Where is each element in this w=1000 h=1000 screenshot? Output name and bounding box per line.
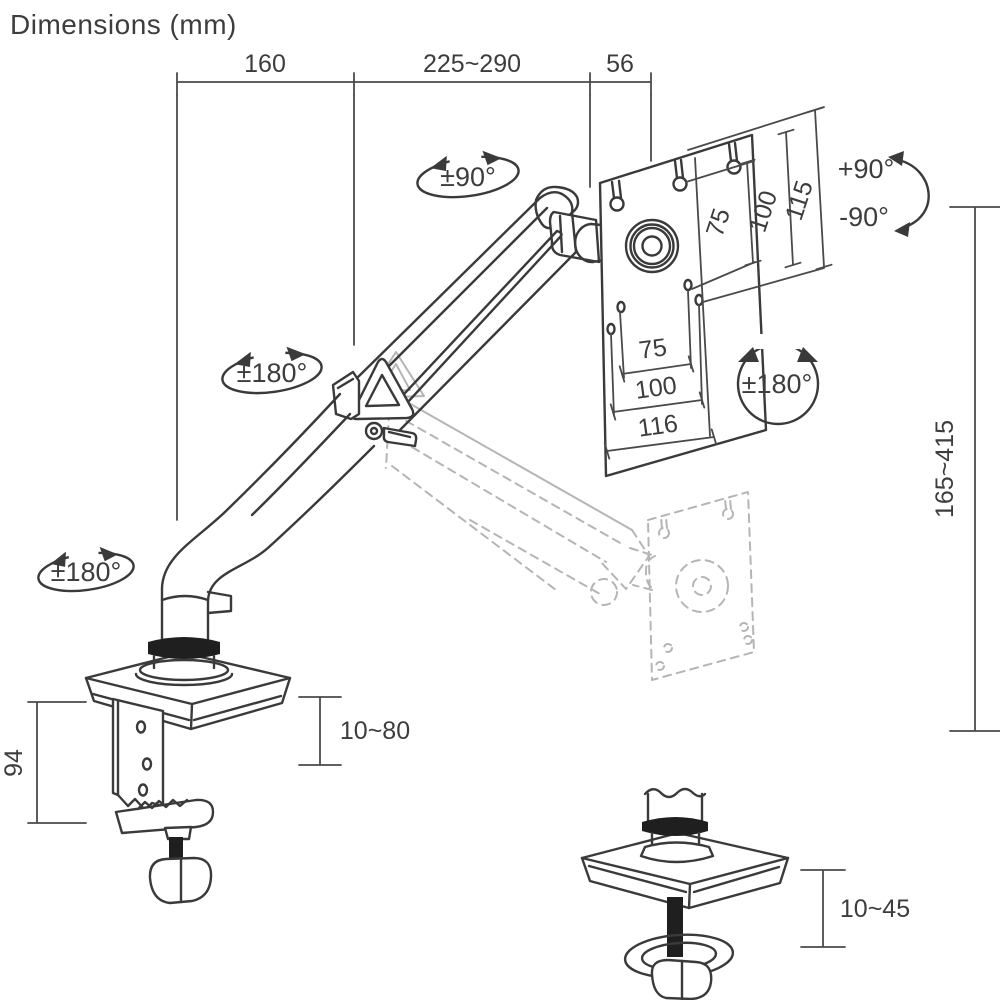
dim-grommet-range: 10~45	[840, 895, 910, 923]
grommet-mount	[580, 787, 790, 1000]
ghost-arm	[365, 351, 656, 606]
rotation-indicators	[37, 148, 930, 593]
vesa-bottom-dimension-lines	[606, 363, 715, 452]
head-swivel-arrow	[416, 148, 520, 199]
dim-arm-front: 225~290	[423, 50, 521, 78]
dim-vesa-bottom-75: 75	[637, 333, 668, 365]
grommet-screw-rod	[667, 897, 683, 957]
clamp-screw-rod	[169, 837, 183, 863]
rot-tilt-up: +90°	[838, 154, 895, 184]
upper-arm	[355, 191, 578, 434]
ghost-vesa-plate	[647, 491, 755, 681]
c-clamp	[111, 697, 215, 905]
dim-bracket-height: 94	[0, 749, 28, 777]
clamp-range-dimension-line	[298, 696, 342, 766]
rot-elbow-swivel: ±180°	[237, 358, 308, 388]
rot-vesa-rotate: ±180°	[742, 369, 813, 399]
bracket-dimension-line	[27, 701, 87, 824]
dim-arm-rear: 160	[244, 50, 286, 78]
lower-arm	[160, 392, 376, 643]
monitor-arm	[84, 133, 790, 1000]
tilt-arrow	[888, 151, 930, 237]
dim-head: 56	[606, 50, 634, 78]
dim-vesa-right-115: 115	[780, 177, 819, 224]
top-dimension-line	[176, 72, 652, 96]
vesa-right-dimension-lines	[746, 109, 825, 268]
dimension-lines	[27, 72, 1000, 948]
dim-clamp-range: 10~80	[340, 717, 410, 745]
vesa-rotate-arrow	[736, 334, 820, 426]
rot-head-swivel: ±90°	[440, 162, 496, 192]
base-swivel-arrow	[37, 544, 135, 593]
dim-height-range: 165~415	[931, 420, 959, 518]
vesa-plate	[598, 133, 768, 478]
elbow-joint	[331, 357, 418, 448]
plate-boss	[624, 218, 680, 274]
dim-vesa-bottom-100: 100	[633, 371, 678, 405]
rot-base-swivel: ±180°	[51, 557, 122, 587]
labels: Dimensions (mm) 160 225~290 56 165~415 9…	[0, 9, 959, 923]
monitor-head-joint	[534, 185, 605, 264]
dim-vesa-bottom-116: 116	[636, 409, 679, 442]
elbow-swivel-arrow	[221, 344, 323, 395]
page-title: Dimensions (mm)	[10, 9, 237, 40]
grommet-range-dimension-line	[800, 869, 846, 948]
height-dimension-line	[949, 206, 1000, 732]
rot-tilt-down: -90°	[839, 202, 889, 232]
